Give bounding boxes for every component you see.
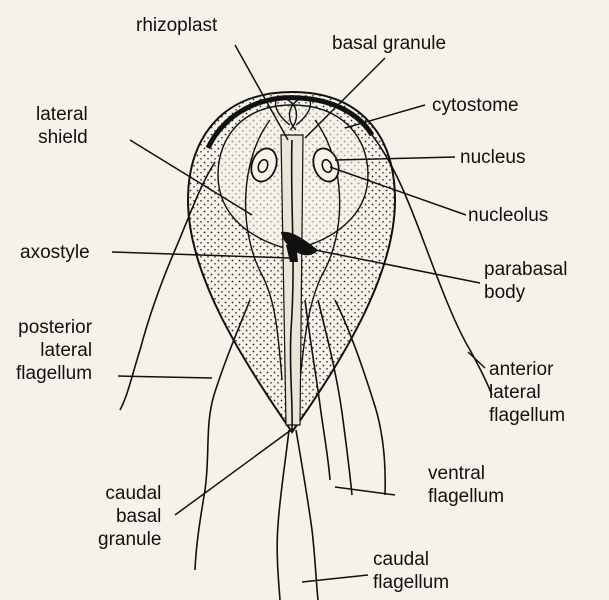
label-basal-granule: basal granule: [332, 32, 446, 55]
caudal-flagellum-right: [296, 430, 318, 600]
label-anterior-lateral-flagellum-line-1: anterior: [489, 358, 565, 381]
leader-caudal-basal-granule: [175, 430, 291, 515]
label-parabasal-body-line-2: body: [484, 281, 567, 304]
label-caudal-basal-granule: caudal basal granule: [98, 482, 161, 551]
label-posterior-lateral-flagellum-line-1: posterior: [16, 316, 92, 339]
label-posterior-lateral-flagellum-line-3: flagellum: [16, 362, 92, 385]
label-anterior-lateral-flagellum-line-3: flagellum: [489, 404, 565, 427]
label-ventral-flagellum-line-1: ventral: [428, 462, 504, 485]
label-anterior-lateral-flagellum-line-2: lateral: [489, 381, 565, 404]
label-lateral-shield: lateral shield: [36, 103, 88, 149]
label-caudal-flagellum-line-2: flagellum: [373, 571, 449, 594]
label-caudal-basal-granule-line-2: basal: [98, 505, 161, 528]
label-posterior-lateral-flagellum: posterior lateral flagellum: [16, 316, 92, 385]
label-lateral-shield-line-2: shield: [36, 126, 88, 149]
label-ventral-flagellum-line-2: flagellum: [428, 485, 504, 508]
label-axostyle: axostyle: [20, 241, 90, 264]
label-nucleus: nucleus: [460, 146, 526, 169]
label-caudal-flagellum-line-1: caudal: [373, 548, 449, 571]
label-caudal-flagellum: caudal flagellum: [373, 548, 449, 594]
label-caudal-basal-granule-line-3: granule: [98, 528, 161, 551]
caudal-flagellum-left: [277, 430, 289, 600]
label-caudal-basal-granule-line-1: caudal: [98, 482, 161, 505]
label-ventral-flagellum: ventral flagellum: [428, 462, 504, 508]
leader-ventral-flagellum: [335, 487, 395, 495]
leader-caudal-flagellum: [302, 575, 368, 582]
label-nucleolus: nucleolus: [468, 204, 548, 227]
label-parabasal-body: parabasal body: [484, 258, 567, 304]
label-cytostome: cytostome: [432, 94, 519, 117]
label-posterior-lateral-flagellum-line-2: lateral: [16, 339, 92, 362]
label-rhizoplast: rhizoplast: [136, 14, 217, 37]
label-anterior-lateral-flagellum: anterior lateral flagellum: [489, 358, 565, 427]
label-lateral-shield-line-1: lateral: [36, 103, 88, 126]
label-parabasal-body-line-1: parabasal: [484, 258, 567, 281]
leader-anterior-lateral-flagellum: [468, 352, 485, 368]
